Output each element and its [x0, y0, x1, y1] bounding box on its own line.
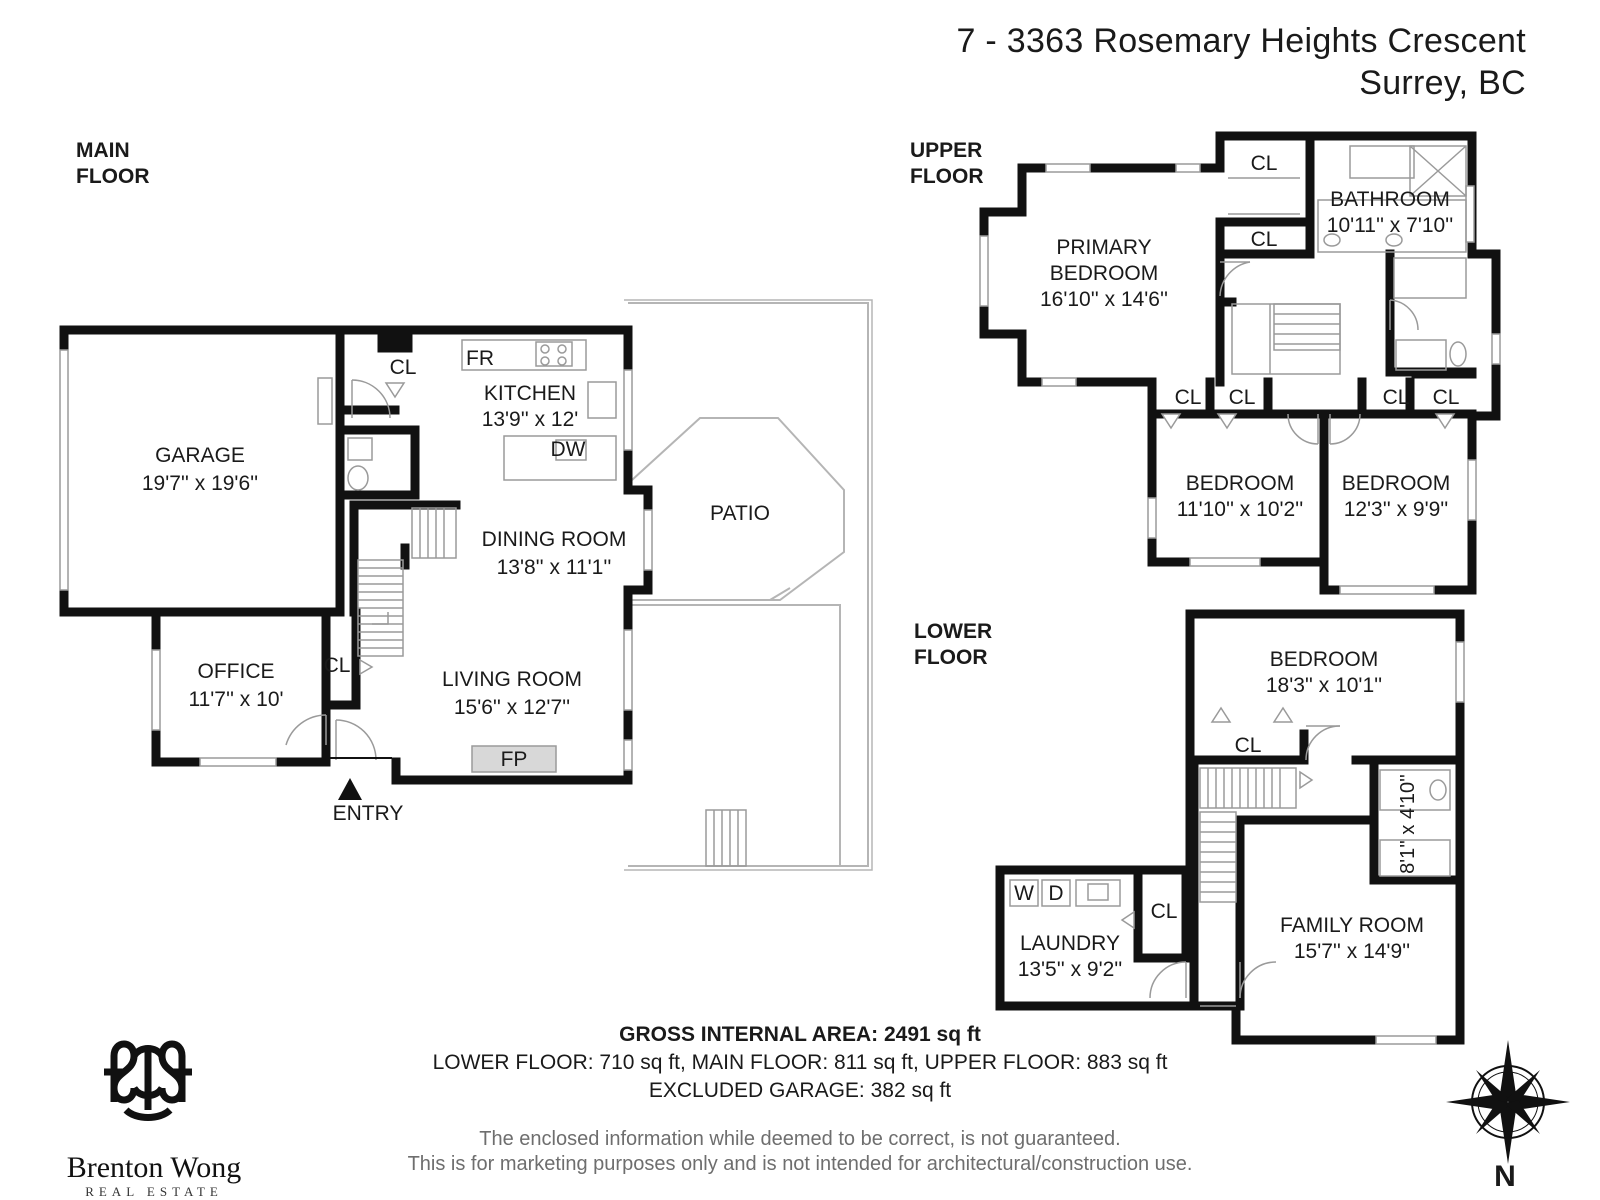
- patio-label: PATIO: [710, 502, 770, 525]
- bedroom2-size: 12'3'' x 9'9'': [1344, 498, 1449, 521]
- lower-floor-plan: BEDROOM 18'3'' x 10'1'' CL 8'1'' x 4'10'…: [995, 609, 1465, 1045]
- upper-closet-label-1: CL: [1251, 152, 1278, 175]
- closet-arrows-lower: [1120, 706, 1294, 930]
- primary-bedroom-label-2: BEDROOM: [1050, 262, 1159, 285]
- laundry-size: 13'5'' x 9'2'': [1018, 958, 1123, 981]
- garage-size: 19'7'' x 19'6'': [142, 472, 258, 495]
- primary-bedroom-label-1: PRIMARY: [1056, 236, 1151, 259]
- brand-name: Brenton Wong: [66, 1151, 242, 1184]
- upper-closet-label-3: CL: [1175, 386, 1202, 409]
- floor-areas: LOWER FLOOR: 710 sq ft, MAIN FLOOR: 811 …: [432, 1051, 1168, 1074]
- kitchen-label: KITCHEN: [484, 382, 576, 405]
- family-room-label: FAMILY ROOM: [1280, 914, 1424, 937]
- bedroom1-label: BEDROOM: [1186, 472, 1295, 495]
- address-line-1: 7 - 3363 Rosemary Heights Crescent: [956, 22, 1526, 60]
- bathroom-size: 10'11'' x 7'10'': [1327, 214, 1453, 237]
- upper-closet-label-4: CL: [1229, 386, 1256, 409]
- bathroom-label: BATHROOM: [1330, 188, 1450, 211]
- bedroom1-size: 11'10'' x 10'2'': [1177, 498, 1303, 521]
- compass-icon: [1446, 1040, 1570, 1164]
- laundry-label: LAUNDRY: [1020, 932, 1120, 955]
- lower-bedroom-closet-label: CL: [1235, 734, 1262, 757]
- fridge-label: FR: [466, 347, 494, 370]
- closet-arrows-upper: [1160, 413, 1456, 430]
- living-size: 15'6'' x 12'7'': [454, 696, 570, 719]
- upper-closet-label-2: CL: [1251, 228, 1278, 251]
- lower-floor-title: LOWER FLOOR: [914, 619, 992, 671]
- lower-floor-windows: [1375, 641, 1465, 1045]
- main-floor-title-2: FLOOR: [76, 165, 150, 188]
- dryer-label: D: [1048, 882, 1063, 905]
- garage-label: GARAGE: [155, 444, 245, 467]
- office-label: OFFICE: [198, 660, 275, 683]
- gross-area: GROSS INTERNAL AREA: 2491 sq ft: [619, 1023, 981, 1046]
- deck-stairs: [705, 809, 747, 867]
- main-floor-title-1: MAIN: [76, 139, 130, 162]
- living-label: LIVING ROOM: [442, 668, 582, 691]
- main-floor-doors: [285, 714, 392, 761]
- laundry-closet-label: CL: [1151, 900, 1178, 923]
- lower-bath-size: 8'1'' x 4'10'': [1397, 774, 1419, 874]
- upper-floor-walls: [979, 131, 1501, 595]
- entry-marker: [338, 778, 362, 800]
- upper-floor-title: UPPER FLOOR: [910, 138, 984, 190]
- main-floor-fixtures: [317, 339, 617, 625]
- closet-arrows-main: [359, 382, 406, 676]
- main-floor-title: MAIN FLOOR: [76, 138, 150, 190]
- address-line-2: Surrey, BC: [1359, 64, 1526, 102]
- dishwasher-label: DW: [551, 438, 586, 461]
- lower-bedroom-label: BEDROOM: [1270, 648, 1379, 671]
- lower-floor-title-2: FLOOR: [914, 646, 988, 669]
- upper-floor-plan: CL CL BATHROOM 10'11'' x 7'10'' PRIMARY …: [979, 131, 1501, 595]
- brand-subtitle: REAL ESTATE: [85, 1184, 223, 1199]
- entry-closet-label: CL: [324, 654, 351, 677]
- main-floor-stairs: [357, 507, 457, 657]
- fireplace: [471, 745, 557, 773]
- bedroom2-label: BEDROOM: [1342, 472, 1451, 495]
- family-room-size: 15'7'' x 14'9'': [1294, 940, 1410, 963]
- primary-bedroom-size: 16'10'' x 14'6'': [1040, 288, 1168, 311]
- main-floor-plan: GARAGE 19'7'' x 19'6'' KITCHEN 13'9'' x …: [59, 299, 873, 871]
- main-floor-windows: [59, 349, 653, 771]
- disclaimer-line-2: This is for marketing purposes only and …: [407, 1153, 1193, 1175]
- upper-closet-label-5: CL: [1383, 386, 1410, 409]
- upper-closet-label-6: CL: [1433, 386, 1460, 409]
- upper-floor-title-2: FLOOR: [910, 165, 984, 188]
- lower-bedroom-size: 18'3'' x 10'1'': [1266, 674, 1382, 697]
- patio-outline: [624, 299, 873, 871]
- kitchen-closet-label: CL: [390, 356, 417, 379]
- disclaimer-line-1: The enclosed information while deemed to…: [479, 1128, 1121, 1150]
- fireplace-label: FP: [501, 748, 528, 771]
- washer-label: W: [1014, 882, 1034, 905]
- dining-label: DINING ROOM: [482, 528, 627, 551]
- dining-size: 13'8'' x 11'1'': [497, 556, 612, 579]
- kitchen-size: 13'9'' x 12': [482, 408, 579, 431]
- upper-floor-title-1: UPPER: [910, 139, 983, 162]
- upper-floor-windows: [979, 163, 1501, 595]
- upper-floor-fixtures: [1219, 145, 1467, 445]
- entry-label: ENTRY: [333, 802, 404, 825]
- excluded-garage-area: EXCLUDED GARAGE: 382 sq ft: [648, 1079, 952, 1102]
- lower-floor-title-1: LOWER: [914, 620, 993, 643]
- office-size: 11'7'' x 10': [188, 688, 283, 711]
- compass-north-label: N: [1494, 1160, 1516, 1193]
- brand-logo-emblem: [104, 1040, 192, 1121]
- lower-floor-fixtures: [1009, 725, 1451, 1007]
